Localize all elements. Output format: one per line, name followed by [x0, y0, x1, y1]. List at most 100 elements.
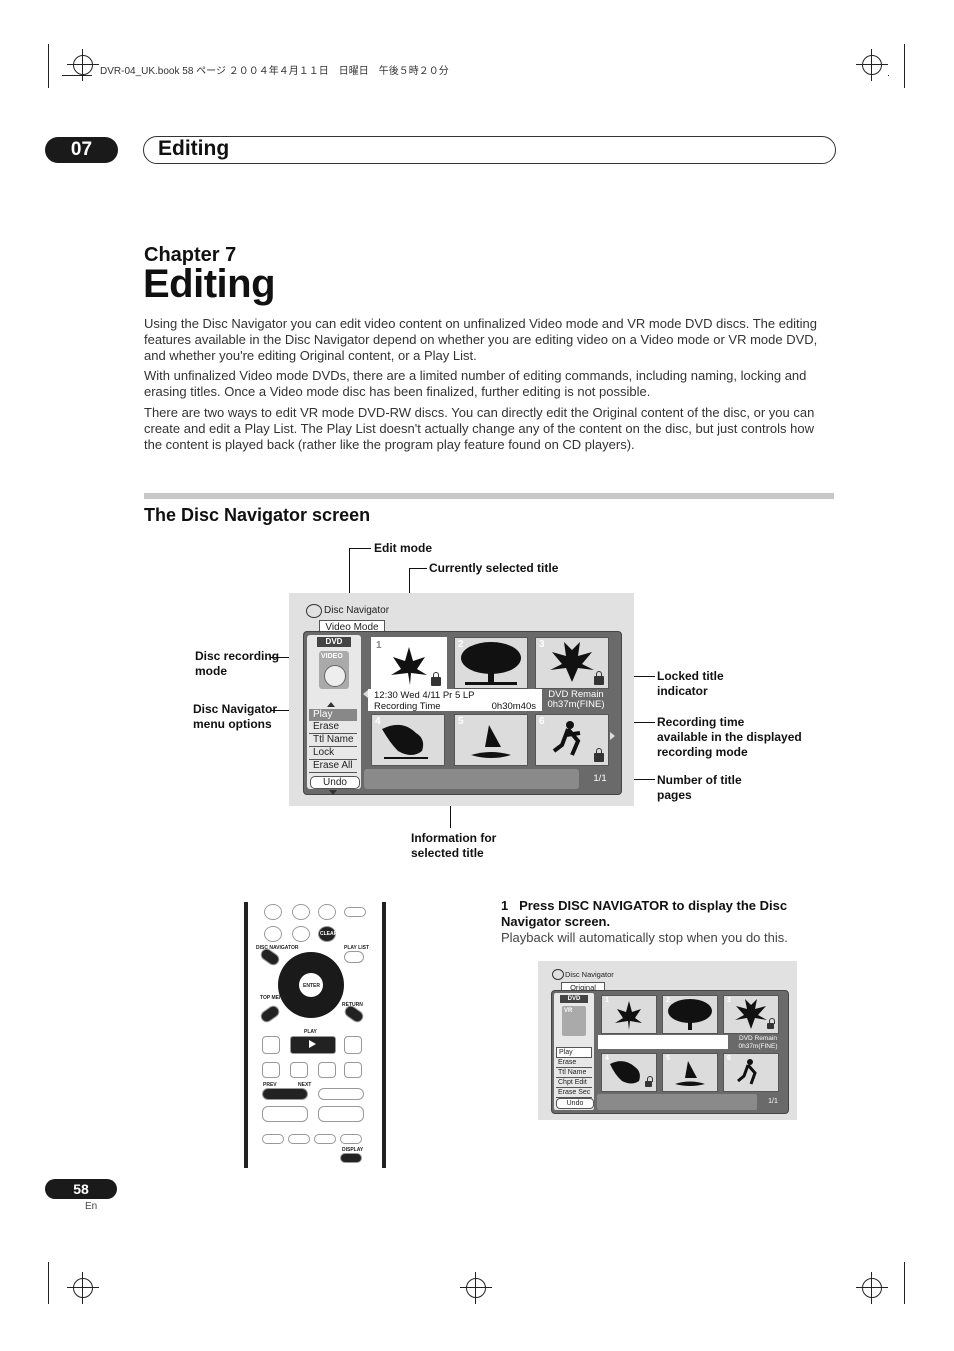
- menu-item-erase-all[interactable]: Erase All: [309, 760, 357, 773]
- page-left-icon[interactable]: [363, 690, 368, 698]
- menu-item-ttl-name[interactable]: Ttl Name: [309, 734, 357, 747]
- lock-icon: [767, 1018, 775, 1029]
- remain-box: DVD Remain 0h37m(FINE): [545, 690, 607, 710]
- menu-item-play[interactable]: Play: [309, 709, 357, 721]
- crop-mark: [904, 44, 905, 88]
- toucan-icon: [610, 1061, 640, 1084]
- menu-item-play[interactable]: Play: [556, 1047, 592, 1058]
- status-bar: [597, 1094, 757, 1110]
- skater-icon: [552, 721, 581, 756]
- lock-icon: [645, 1076, 653, 1087]
- navigator-title: Disc Navigator: [565, 970, 614, 979]
- dvd-badge: DVD: [560, 995, 588, 1003]
- menu-item-chpt-edit[interactable]: Chpt Edit: [556, 1078, 592, 1088]
- title-thumbnail-1[interactable]: 1: [371, 637, 447, 691]
- lily-icon: [550, 642, 594, 682]
- callout-disc-rec-mode: Disc recording mode: [195, 649, 280, 678]
- skater-icon: [737, 1059, 757, 1085]
- intro-paragraph: Using the Disc Navigator you can edit vi…: [144, 316, 818, 363]
- undo-button[interactable]: Undo: [310, 776, 360, 789]
- remain-label: DVD Remain: [548, 689, 604, 700]
- remain-value: 0h37m(FINE): [547, 699, 605, 710]
- play-list-button[interactable]: [344, 951, 364, 963]
- leader-line: [349, 548, 371, 549]
- crop-mark: [904, 1262, 905, 1304]
- prev-next-button[interactable]: [262, 1088, 308, 1100]
- title-thumbnail-5[interactable]: 5: [454, 714, 528, 766]
- status-bar: [364, 769, 579, 789]
- print-header: DVR-04_UK.book 58 ページ ２００４年４月１１日 日曜日 午後５…: [100, 66, 449, 77]
- menu-item-ttl-name[interactable]: Ttl Name: [556, 1068, 592, 1078]
- remain-box: DVD Remain 0h37m(FINE): [732, 1035, 784, 1051]
- title-thumbnail-1[interactable]: 1: [601, 995, 657, 1034]
- mode-tab: Video Mode: [319, 620, 385, 634]
- display-button[interactable]: [340, 1153, 362, 1163]
- menu-options: Play Erase Ttl Name Lock Erase All: [309, 709, 357, 773]
- scroll-up-icon[interactable]: [327, 702, 335, 707]
- disc-icon: [306, 604, 322, 618]
- title-thumbnail-5[interactable]: 5: [662, 1053, 718, 1092]
- toucan-icon: [382, 724, 428, 759]
- step-1-description: Playback will automatically stop when yo…: [501, 930, 788, 945]
- menu-item-erase-sec[interactable]: Erase Sec: [556, 1089, 592, 1098]
- section-divider: [144, 493, 834, 499]
- callout-title-pages: Number of title pages: [657, 773, 742, 802]
- crop-mark: [48, 1262, 49, 1304]
- title-thumbnail-2[interactable]: 2: [662, 995, 718, 1034]
- page-right-icon[interactable]: [610, 732, 615, 740]
- title-thumbnail-6[interactable]: 6: [535, 714, 609, 766]
- lock-icon: [594, 671, 604, 685]
- page-count: 1/1: [768, 1098, 778, 1105]
- title-thumbnail-4[interactable]: 4: [601, 1053, 657, 1092]
- leaf-icon: [391, 647, 427, 685]
- scroll-down-icon[interactable]: [329, 790, 337, 795]
- lily-icon: [735, 999, 767, 1029]
- menu-item-erase[interactable]: Erase: [556, 1058, 592, 1068]
- remote-control: CLEAR DISC NAVIGATOR PLAY LIST ENTER TOP…: [244, 902, 386, 1168]
- disc-navigator-label: DISC NAVIGATOR: [256, 945, 299, 951]
- remain-label: DVD Remain: [739, 1035, 777, 1042]
- intro-paragraph: With unfinalized Video mode DVDs, there …: [144, 368, 807, 399]
- left-column: DVD VR Play Erase Ttl Name Chpt Edit Era…: [554, 993, 594, 1110]
- title-thumbnail-2[interactable]: 2: [454, 637, 528, 689]
- registration-mark: [67, 49, 99, 81]
- tree-icon: [461, 642, 521, 685]
- clear-button[interactable]: [318, 926, 336, 942]
- disc-navigator-screen: Disc Navigator Video Mode DVD VIDEO Play…: [289, 593, 634, 806]
- recording-time-value: 0h30m40s: [491, 701, 536, 712]
- callout-locked-indicator: Locked title indicator: [657, 669, 724, 698]
- top-menu-button[interactable]: [258, 1003, 282, 1025]
- menu-options: Play Erase Ttl Name Chpt Edit Erase Sec: [556, 1047, 592, 1098]
- chapter-title: Editing: [143, 262, 276, 306]
- navigator-title: Disc Navigator: [324, 605, 390, 616]
- navigator-panel: DVD VIDEO Play Erase Ttl Name Lock Erase…: [303, 631, 622, 795]
- leader-line: [349, 548, 350, 632]
- callout-info-selected: Information for selected title: [411, 831, 497, 860]
- play-icon: [309, 1040, 316, 1048]
- undo-button[interactable]: Undo: [556, 1098, 594, 1109]
- disc-navigator-screen-small: Disc Navigator Original DVD VR Play Eras…: [538, 961, 797, 1120]
- title-info-line1: 12:30 Wed 4/11 Pr 5 LP: [374, 690, 475, 701]
- disc-mode-icon: VR: [562, 1006, 586, 1036]
- title-thumbnail-3[interactable]: 3: [535, 637, 609, 689]
- page-count: 1/1: [593, 773, 607, 784]
- enter-button[interactable]: [299, 973, 323, 997]
- remain-value: 0h37m(FINE): [738, 1043, 778, 1050]
- registration-mark: [460, 1272, 492, 1304]
- dvd-badge: DVD: [317, 637, 351, 647]
- windsurfer-icon: [471, 725, 511, 758]
- page-number: 58: [45, 1179, 117, 1199]
- header-section-title: Editing: [158, 137, 230, 160]
- tree-icon: [668, 999, 712, 1030]
- chapter-number-tab: 07: [45, 137, 118, 163]
- leader-line: [409, 568, 427, 569]
- callout-menu-options: Disc Navigator menu options: [193, 702, 278, 731]
- menu-item-erase[interactable]: Erase: [309, 721, 357, 734]
- title-thumbnail-4[interactable]: 4: [371, 714, 445, 766]
- title-thumbnail-6[interactable]: 6: [723, 1053, 779, 1092]
- disc-mode-icon: VIDEO: [319, 651, 349, 689]
- title-info-box: 12:30 Wed 4/11 Pr 5 LP Recording Time 0h…: [368, 689, 542, 712]
- title-thumbnail-3[interactable]: 3: [723, 995, 779, 1034]
- menu-item-lock[interactable]: Lock: [309, 747, 357, 760]
- registration-mark: [856, 49, 888, 81]
